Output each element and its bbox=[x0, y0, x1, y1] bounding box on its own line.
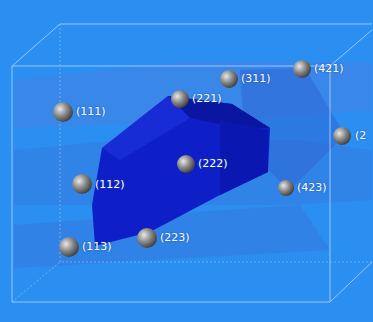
miller-index-label: (221) bbox=[192, 92, 222, 105]
miller-index-label: (222) bbox=[198, 157, 228, 170]
miller-index-label: (111) bbox=[76, 105, 106, 118]
miller-index-label: (311) bbox=[241, 72, 271, 85]
miller-index-label: (113) bbox=[82, 240, 112, 253]
miller-index-label: (223) bbox=[160, 231, 190, 244]
miller-index-label: (2 bbox=[355, 129, 366, 142]
miller-index-label: (423) bbox=[297, 181, 327, 194]
miller-index-label: (112) bbox=[95, 178, 125, 191]
miller-index-label: (421) bbox=[314, 62, 344, 75]
